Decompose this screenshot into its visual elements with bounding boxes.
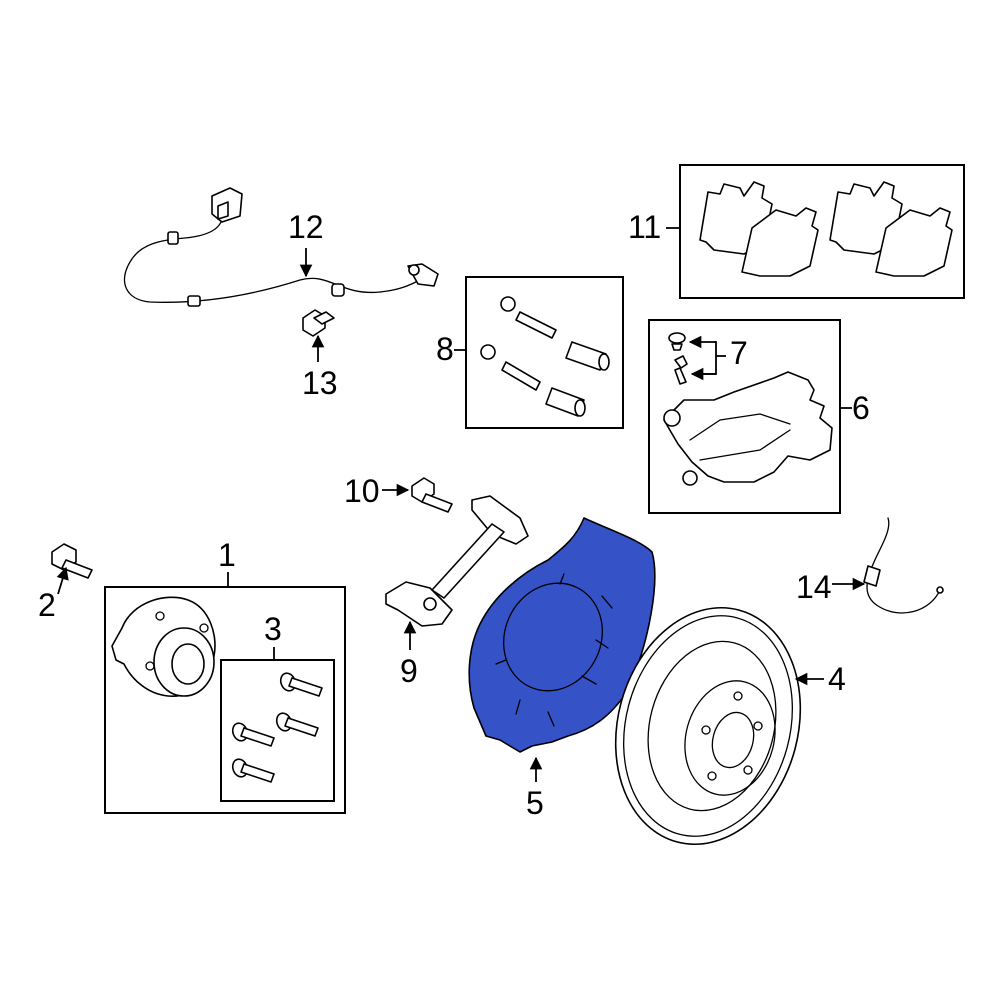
wheel-speed-sensor-harness[interactable] [123,187,439,307]
brake-pad-set[interactable] [699,181,953,277]
caliper-bracket-bolt[interactable] [411,477,453,513]
wheel-stud-box [220,659,335,802]
wheel-stud[interactable] [274,711,319,737]
dust-shield-hub-opening [503,582,603,692]
hub-bolt[interactable] [51,543,93,579]
callout-4: 4 [828,661,846,697]
guide-pin-kit-box [465,276,624,429]
wheel-stud[interactable] [230,721,275,747]
caliper-support-bracket[interactable] [385,495,529,627]
caliper-box [648,319,841,514]
leader-7-bracket [696,341,717,375]
dust-shield-plate[interactable] [468,517,656,753]
brake-dust-shield[interactable] [468,517,656,753]
bleeder-screw-cap[interactable] [668,332,686,351]
brake-pads-box [679,164,965,299]
leader-2 [56,566,69,595]
callout-7: 7 [730,335,748,371]
callout-6: 6 [852,390,870,426]
callout-11: 11 [628,209,661,245]
wheel-stud[interactable] [230,757,275,783]
callout-12: 12 [288,209,324,245]
callout-10: 10 [344,473,380,509]
hub-bearing-box [104,586,346,814]
caliper-guide-pin-kit[interactable] [480,296,610,417]
wheel-stud[interactable] [278,671,323,697]
callout-3: 3 [264,611,282,647]
callout-14: 14 [796,569,832,605]
harness-bolt[interactable] [302,309,335,337]
brake-caliper[interactable] [663,371,833,486]
callout-5: 5 [526,785,544,821]
callout-9: 9 [400,653,418,689]
brake-hose[interactable] [863,517,944,614]
bleeder-screw[interactable] [674,355,688,385]
callout-2: 2 [38,587,56,623]
callout-8: 8 [436,331,454,367]
wheel-studs[interactable] [230,671,323,783]
callout-13: 13 [302,365,338,401]
callout-1: 1 [218,537,236,573]
brake-rotor[interactable] [590,587,826,865]
hub-and-bearing[interactable] [111,596,216,697]
